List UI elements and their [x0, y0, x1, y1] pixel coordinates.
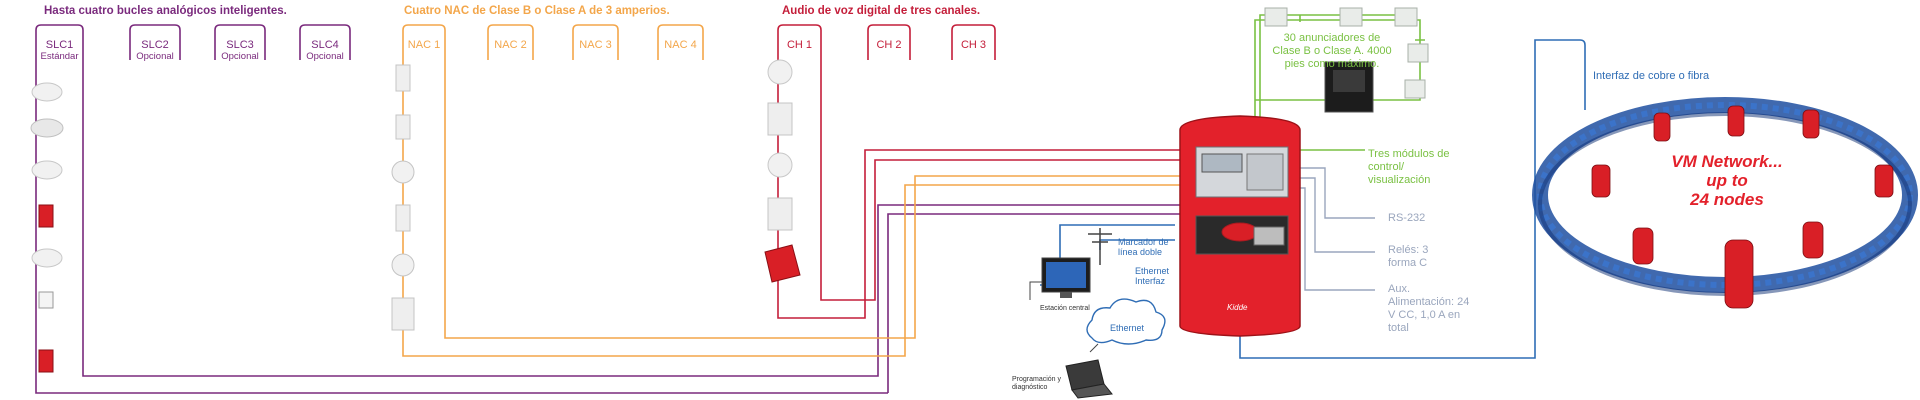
nac2-bracket [487, 24, 534, 60]
slc1-sub: Estándar [40, 51, 79, 62]
rs232-leader [1290, 167, 1375, 219]
slc2-name: SLC2 [141, 39, 169, 51]
slc2-sub: Opcional [136, 51, 174, 62]
slc1-name: SLC1 [45, 39, 74, 51]
slc1-out [82, 60, 1180, 377]
slc1-label: SLC1 Estándar [36, 39, 83, 63]
panel-brand: Kidde [1227, 303, 1248, 312]
slc4-label: SLC4 Opcional [300, 39, 350, 63]
ch1-return [777, 60, 1180, 319]
rs232-text: RS-232 [1388, 212, 1426, 224]
nac1-devices [391, 64, 415, 331]
slc4-bracket [299, 24, 351, 60]
slc2-bracket [129, 24, 181, 60]
slc3-name: SLC3 [226, 39, 254, 51]
nac4-bracket [657, 24, 704, 60]
ch1-devices [764, 59, 801, 283]
ch2-bracket [867, 24, 911, 60]
ethernet-text: Ethernet [1110, 323, 1145, 333]
ch1-out [820, 60, 1180, 301]
aux-leader [1290, 187, 1375, 291]
annunciator-text: 30 anunciadores de Clase B o Clase A. 40… [1272, 32, 1392, 70]
slc3-bracket [214, 24, 266, 60]
central-station-computer [1029, 257, 1091, 300]
network-interface-text: Interfaz de cobre o fibra [1593, 70, 1710, 82]
nac2-label: NAC 2 [494, 39, 527, 51]
aux-power-text: Aux. Alimentación: 24 V CC, 1,0 A en tot… [1388, 283, 1470, 334]
laptop [1065, 343, 1113, 399]
nac4-label: NAC 4 [664, 39, 697, 51]
slc1-devices [30, 82, 64, 373]
nac1-bracket [402, 24, 446, 60]
programming-text: Programación y diagnóstico [1012, 376, 1062, 391]
control-panel [1179, 115, 1301, 337]
relay-leader [1290, 177, 1375, 253]
audio-wiring [777, 24, 1180, 319]
slc4-name: SLC4 [311, 39, 339, 51]
network-nodes: 24 nodes [1690, 190, 1764, 209]
audio-header: Audio de voz digital de tres canales. [782, 5, 981, 17]
slc4-sub: Opcional [306, 51, 344, 62]
dialer-text: Marcador de línea doble [1118, 237, 1169, 257]
nac-wiring [402, 24, 1180, 357]
annunciator-devices [1264, 7, 1429, 113]
network-upto: up to [1706, 171, 1748, 190]
central-station-text: Estación central [1040, 305, 1090, 312]
ethernet-cloud [1086, 298, 1166, 345]
ch1-label: CH 1 [786, 39, 813, 51]
ethernet-interface-text: Ethernet Interfaz [1135, 266, 1170, 286]
slc3-sub: Opcional [221, 51, 259, 62]
slc1-return-to-panel [887, 213, 1180, 393]
nac1-label: NAC 1 [407, 39, 441, 51]
nac3-bracket [572, 24, 619, 60]
modules-text: Tres módulos de control/ visualización [1368, 148, 1450, 186]
slc1-bracket [35, 24, 84, 60]
ch1-bracket [777, 24, 822, 60]
nac-header: Cuatro NAC de Clase B o Clase A de 3 amp… [404, 5, 670, 17]
nac3-label: NAC 3 [579, 39, 612, 51]
nac1-out [444, 60, 1180, 339]
slc3-label: SLC3 Opcional [215, 39, 265, 63]
ch2-label: CH 2 [876, 39, 902, 51]
slc1-return [35, 60, 888, 394]
network-name: VM Network... [1671, 152, 1783, 171]
relays-text: Relés: 3 forma C [1388, 244, 1429, 269]
telephone-pole [1088, 228, 1112, 265]
ch3-label: CH 3 [960, 39, 987, 51]
ch3-bracket [951, 24, 996, 60]
network-nodes [1591, 105, 1894, 309]
slc2-label: SLC2 Opcional [130, 39, 180, 63]
network-title: VM Network... up to 24 nodes [1662, 152, 1792, 209]
slc-header: Hasta cuatro bucles analógicos inteligen… [44, 5, 287, 17]
aux-wiring [1290, 167, 1375, 291]
